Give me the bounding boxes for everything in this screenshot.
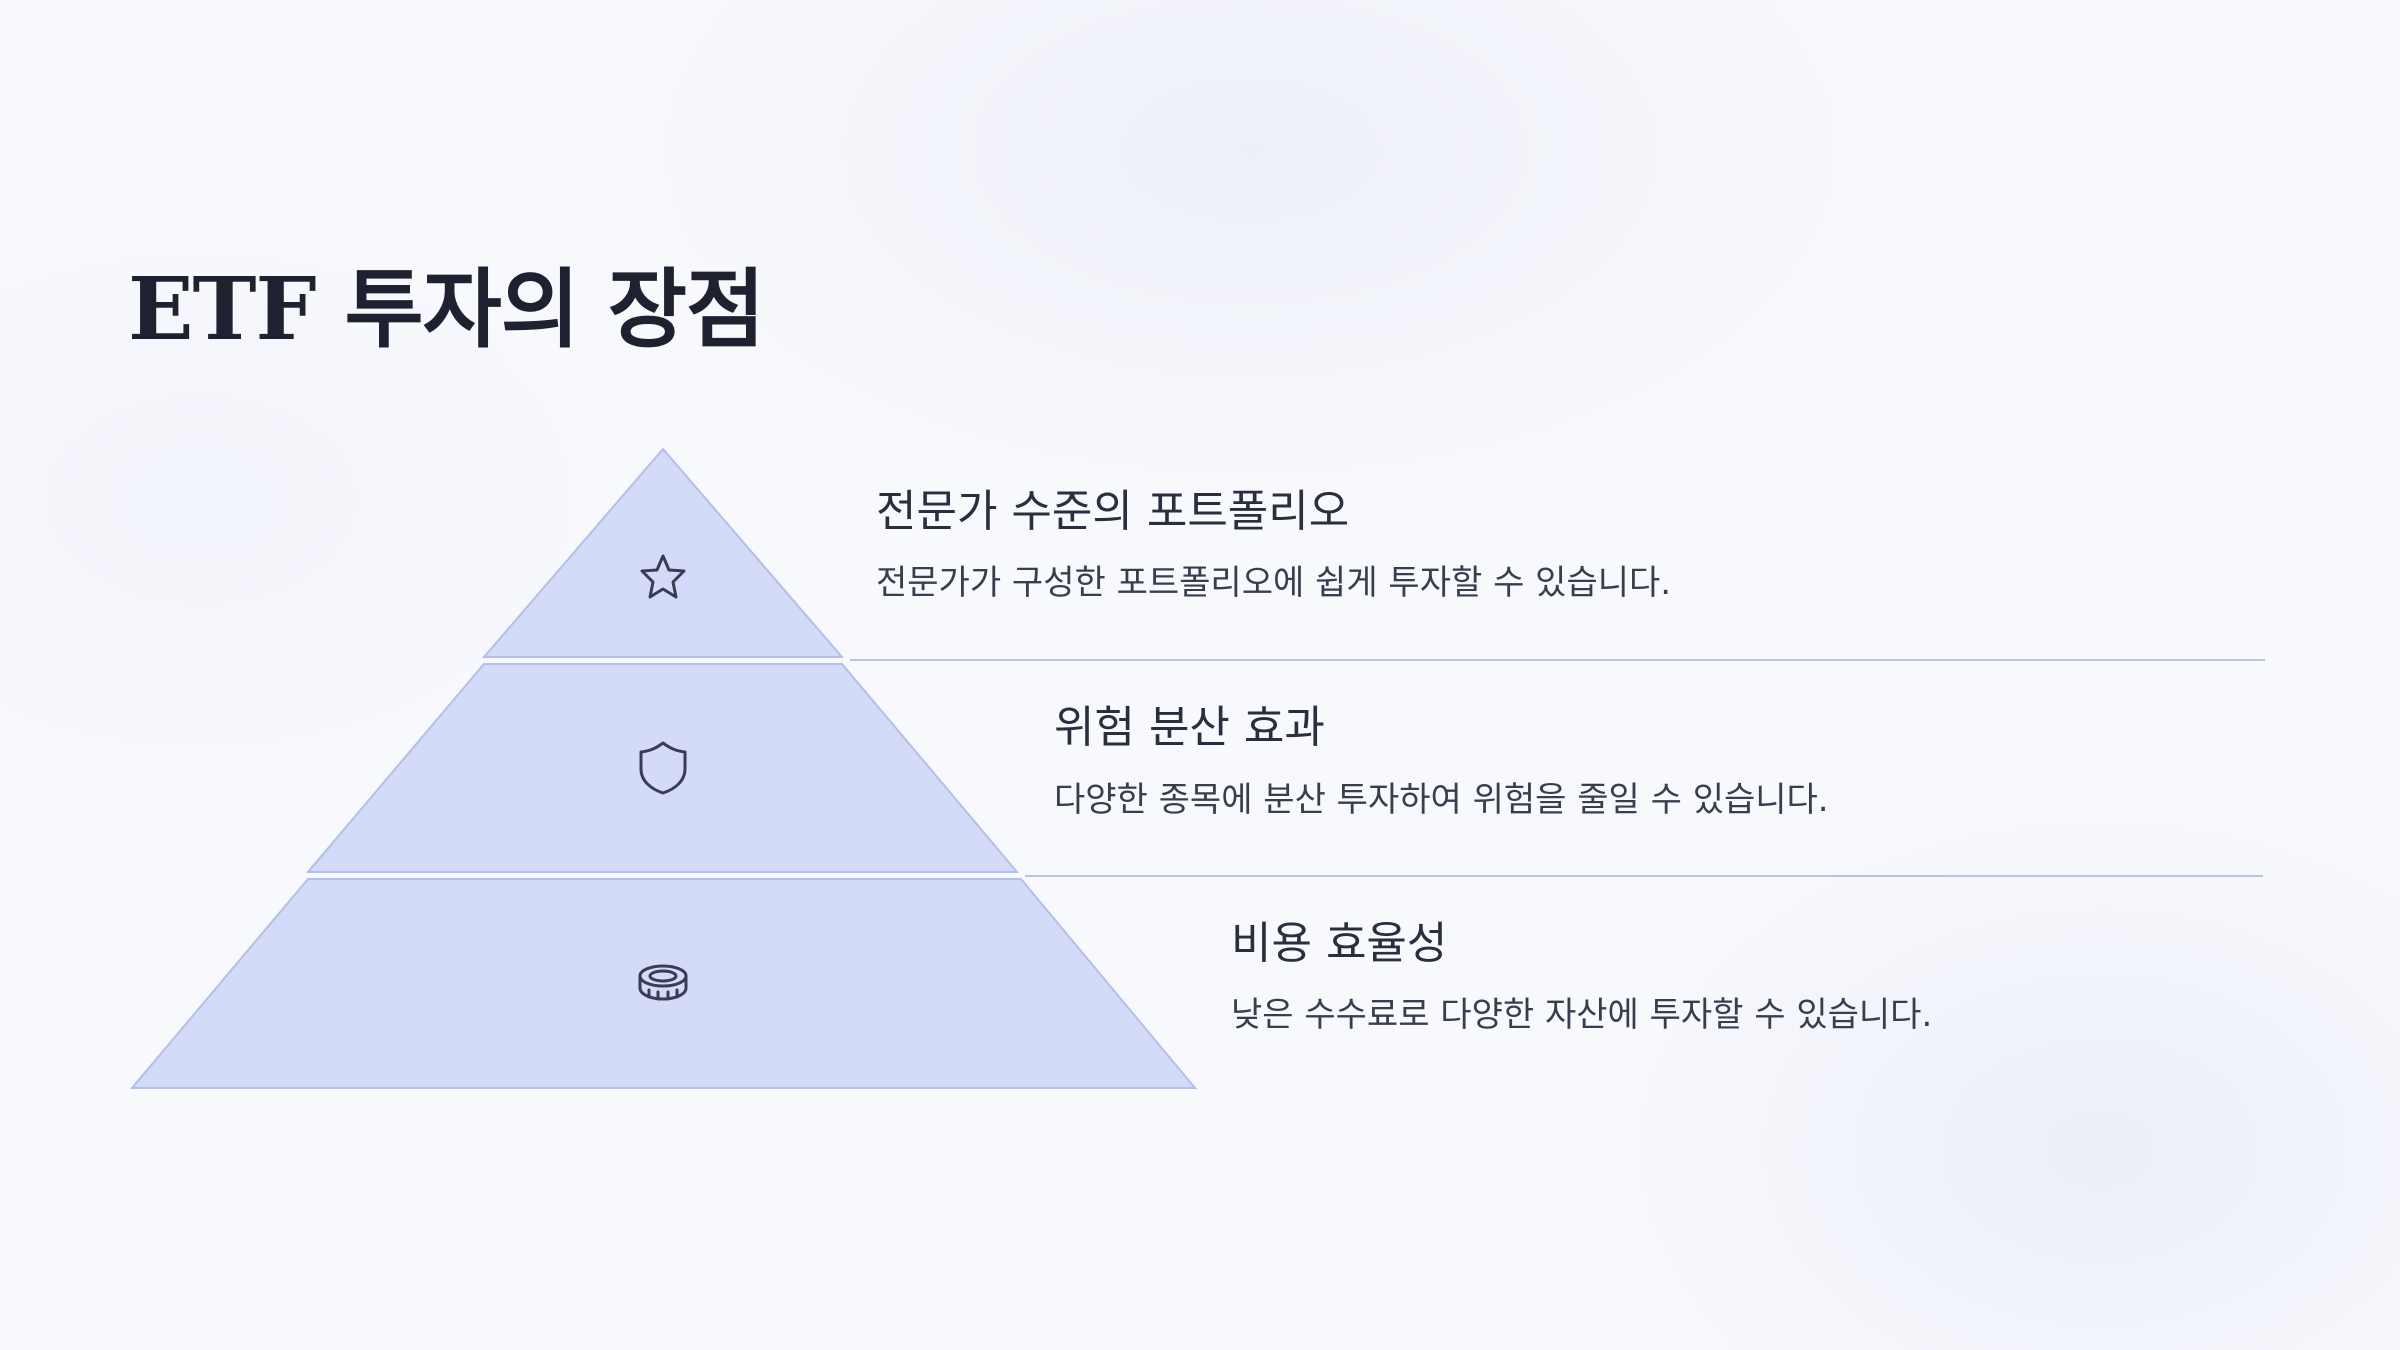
pyramid-tier-3-shape xyxy=(129,878,1198,1089)
tier-2-heading: 위험 분산 효과 xyxy=(1054,702,1325,753)
tier-3-heading: 비용 효율성 xyxy=(1231,918,1448,969)
star-icon xyxy=(640,554,686,599)
pyramid-tier-1 xyxy=(481,447,845,658)
tier-1-heading: 전문가 수준의 포트폴리오 xyxy=(876,486,1350,537)
pyramid-tier-2-shape xyxy=(305,663,1020,873)
slide-title: ETF 투자의 장점 xyxy=(128,259,765,360)
pyramid-tier-3 xyxy=(129,878,1198,1089)
pyramid-tier-1-shape xyxy=(481,447,845,658)
pyramid-tier-2 xyxy=(305,663,1020,873)
tier-3-description: 낮은 수수료로 다양한 자산에 투자할 수 있습니다. xyxy=(1231,995,1933,1035)
tier-1-description: 전문가가 구성한 포트폴리오에 쉽게 투자할 수 있습니다. xyxy=(876,563,1672,603)
coin-icon xyxy=(638,964,688,1001)
tier-2-description: 다양한 종목에 분산 투자하여 위험을 줄일 수 있습니다. xyxy=(1054,780,1829,820)
shield-icon xyxy=(639,741,687,795)
